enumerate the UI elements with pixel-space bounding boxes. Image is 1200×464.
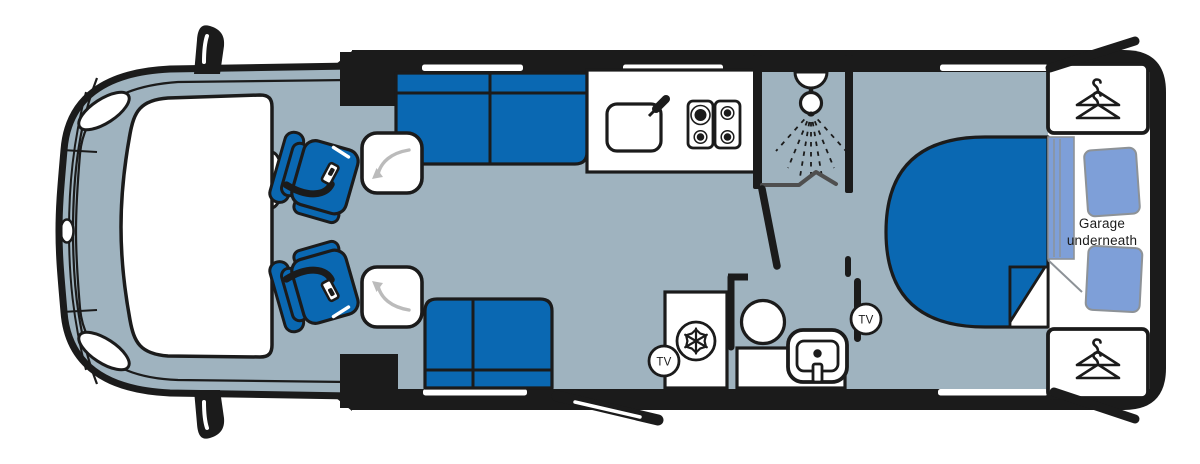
window-top-bedroom (940, 64, 1048, 71)
window-bottom-bedroom (938, 389, 1048, 396)
hob-icon (686, 99, 742, 150)
shower-head-icon (775, 70, 847, 181)
washroom-door (758, 185, 781, 270)
swivel-indicator-passenger (360, 265, 424, 329)
swivel-arrow-icon (372, 148, 411, 179)
headlight-top (77, 90, 131, 132)
garage-label: Garage underneath (1067, 216, 1137, 248)
window-bottom-lounge (423, 389, 527, 396)
wardrobe-bottom (1046, 327, 1150, 400)
basin-icon (739, 298, 787, 346)
bedroom-wall-dash (845, 256, 851, 277)
window-flap-bottom-rear (1049, 387, 1140, 424)
bed-fold-corner (1008, 265, 1047, 324)
sink-icon (605, 95, 670, 153)
garage-label-line1: Garage (1079, 216, 1125, 231)
duvet (1047, 136, 1083, 293)
shower-wall-left (753, 55, 762, 189)
cab (55, 25, 356, 439)
bumper-seam-top (61, 149, 98, 153)
window-flap-top-rear (1045, 36, 1140, 73)
swivel-arrow-icon (372, 281, 411, 312)
garage-label-line2: underneath (1067, 233, 1137, 248)
bulkhead-bottom (340, 354, 398, 408)
fridge (663, 290, 729, 390)
toilet-icon (786, 328, 849, 384)
tv-point-bedroom: TV (849, 302, 883, 336)
bed-mattress (884, 135, 1050, 329)
cab-outline (55, 62, 356, 400)
bumper-seam-bottom (61, 309, 98, 313)
window-top-lounge (422, 64, 523, 71)
snowflake-icon (675, 320, 717, 362)
mirror-top (194, 25, 225, 74)
headlight-bottom (77, 330, 131, 372)
shower-bifold-door (760, 170, 838, 187)
swivel-indicator-driver (360, 131, 424, 195)
shower-room (753, 55, 853, 270)
mirror-bottom (194, 390, 225, 439)
tv-point-lounge: TV (647, 344, 681, 378)
wardrobe-top (1046, 62, 1150, 135)
tv-label: TV (656, 357, 671, 369)
entrance-door (551, 390, 664, 426)
island-bed (884, 135, 1144, 329)
pillow-top (1083, 146, 1141, 218)
pillow-bottom (1084, 244, 1144, 314)
lounge-sofa-bottom (423, 297, 554, 390)
tv-label: TV (858, 315, 873, 327)
shower-wall-right (845, 55, 853, 193)
washroom (727, 273, 849, 390)
lounge-sofa-top (394, 71, 589, 166)
kitchen (585, 68, 757, 174)
bulkhead-top (340, 52, 398, 106)
windshield (119, 93, 274, 359)
